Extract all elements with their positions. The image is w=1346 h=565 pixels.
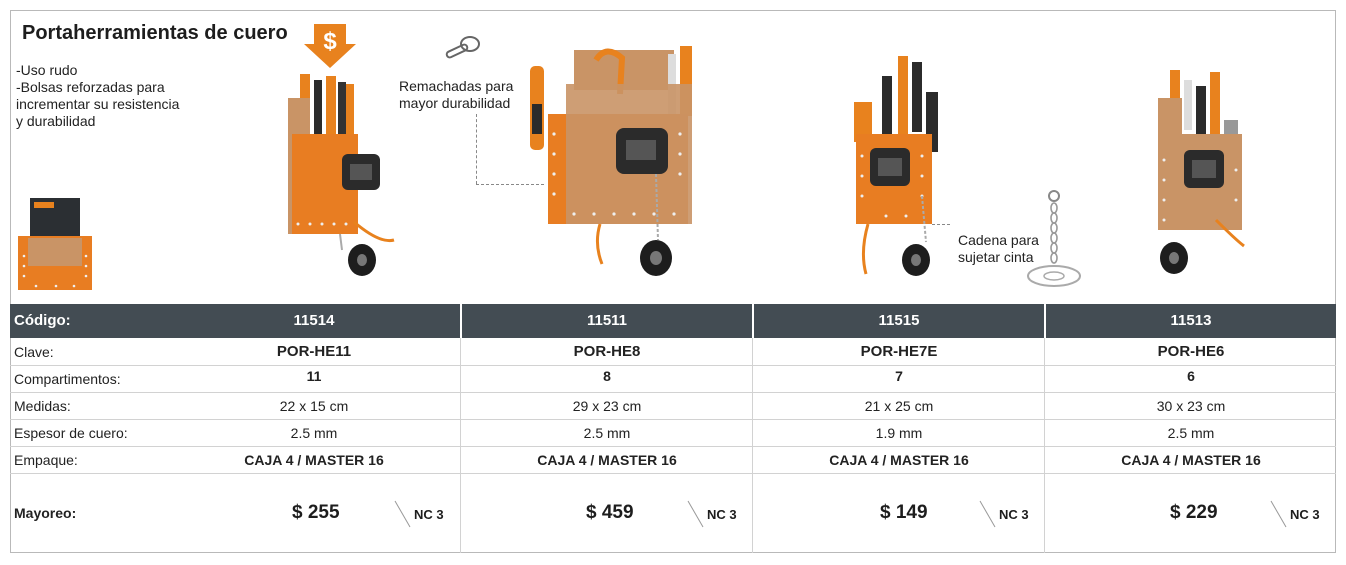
dollar-badge-icon: $	[304, 24, 356, 68]
row-label: Mayoreo:	[14, 505, 77, 521]
row-label: Espesor de cuero:	[14, 425, 128, 441]
feature-item: -Uso rudo	[16, 62, 78, 78]
price-value: $ 459	[586, 502, 634, 523]
chain-callout: Cadena para sujetar cinta	[958, 232, 1039, 266]
price-value: $ 229	[1170, 502, 1218, 523]
feature-item: y durabilidad	[16, 113, 96, 129]
column-divider	[460, 338, 461, 553]
feature-item: -Bolsas reforzadas para	[16, 79, 165, 95]
column-divider	[1044, 338, 1045, 553]
product-image-11511	[530, 46, 692, 276]
feature-list: -Uso rudo -Bolsas reforzadas para increm…	[16, 62, 179, 130]
product-image-11513	[1158, 70, 1245, 274]
table-row: Espesor de cuero: 2.5 mm 2.5 mm 1.9 mm 2…	[10, 419, 1336, 447]
divider-slash	[394, 500, 411, 528]
table-cell: 6	[1187, 368, 1195, 384]
table-cell: CAJA 4 / MASTER 16	[829, 452, 969, 468]
table-cell: CAJA 4 / MASTER 16	[1121, 452, 1261, 468]
table-row: Compartimentos: 11 8 7 6	[10, 365, 1336, 393]
code-cell: 11514	[293, 312, 335, 329]
code-cell: 11513	[1170, 312, 1212, 329]
column-divider	[460, 304, 462, 338]
table-cell: POR-HE8	[573, 343, 641, 360]
nc-value: NC 3	[1290, 507, 1320, 522]
divider-slash	[1270, 500, 1287, 528]
product-image-11515	[854, 56, 938, 276]
column-divider	[1044, 304, 1046, 338]
table-cell: 2.5 mm	[1167, 425, 1215, 441]
chain-leader-line	[932, 224, 950, 225]
table-cell: 29 x 23 cm	[572, 398, 642, 414]
table-row: Empaque: CAJA 4 / MASTER 16 CAJA 4 / MAS…	[10, 446, 1336, 474]
feature-item: incrementar su resistencia	[16, 96, 180, 112]
chain-icon	[1027, 190, 1081, 287]
rivet-icon	[445, 36, 480, 59]
table-cell: 8	[603, 368, 611, 384]
table-cell: 2.5 mm	[290, 425, 338, 441]
packaged-product-image	[18, 198, 92, 290]
row-label: Compartimentos:	[14, 371, 121, 387]
divider-slash	[687, 500, 704, 528]
product-image-11514	[288, 74, 395, 276]
rivets-callout: Remachadas para mayor durabilidad	[399, 78, 513, 112]
page-title: Portaherramientas de cuero	[22, 22, 288, 44]
price-value: $ 149	[880, 502, 928, 523]
table-cell: 21 x 25 cm	[864, 398, 934, 414]
table-cell: CAJA 4 / MASTER 16	[537, 452, 677, 468]
callout-line: mayor durabilidad	[399, 95, 511, 111]
row-label: Clave:	[14, 344, 54, 360]
table-header-row: Código: 11514 11511 11515 11513	[10, 304, 1336, 338]
wholesale-row: Mayoreo: $ 255 NC 3 $ 459 NC 3 $ 149 NC …	[10, 473, 1336, 552]
rivets-leader-line	[476, 184, 544, 185]
column-divider	[752, 304, 754, 338]
table-row: Medidas: 22 x 15 cm 29 x 23 cm 21 x 25 c…	[10, 392, 1336, 420]
nc-value: NC 3	[999, 507, 1029, 522]
svg-text:$: $	[323, 28, 337, 55]
table-cell: 7	[895, 368, 903, 384]
callout-line: sujetar cinta	[958, 249, 1034, 265]
header-label: Código:	[14, 312, 71, 329]
table-cell: CAJA 4 / MASTER 16	[244, 452, 384, 468]
callout-line: Remachadas para	[399, 78, 514, 94]
table-cell: 11	[306, 368, 322, 384]
table-cell: 22 x 15 cm	[279, 398, 349, 414]
table-cell: 1.9 mm	[875, 425, 923, 441]
nc-value: NC 3	[414, 507, 444, 522]
table-cell: POR-HE11	[276, 343, 352, 360]
price-value: $ 255	[292, 502, 340, 523]
row-label: Medidas:	[14, 398, 71, 414]
table-cell: POR-HE6	[1157, 343, 1225, 360]
table-cell: POR-HE7E	[860, 343, 938, 360]
rivets-leader-line	[476, 114, 477, 184]
table-cell: 2.5 mm	[583, 425, 631, 441]
divider-slash	[979, 500, 996, 528]
callout-line: Cadena para	[958, 232, 1039, 248]
row-label: Empaque:	[14, 452, 78, 468]
code-cell: 11511	[586, 312, 628, 329]
nc-value: NC 3	[707, 507, 737, 522]
column-divider	[752, 338, 753, 553]
code-cell: 11515	[878, 312, 920, 329]
table-cell: 30 x 23 cm	[1156, 398, 1226, 414]
table-row: Clave: POR-HE11 POR-HE8 POR-HE7E POR-HE6	[10, 338, 1336, 366]
